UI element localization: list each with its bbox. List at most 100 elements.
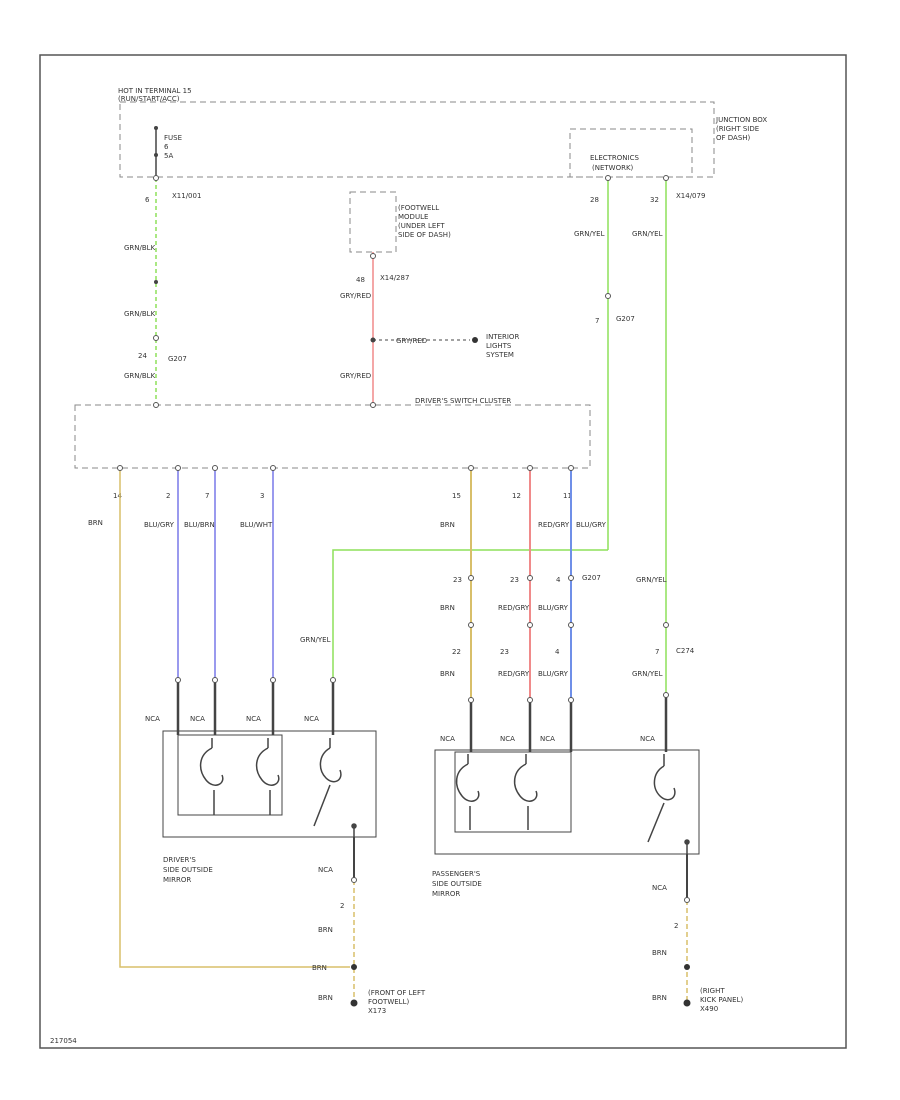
pass-mirror-switch — [647, 754, 690, 854]
junction-box-label: JUNCTION BOX — [715, 116, 767, 124]
interior-label: INTERIOR — [486, 333, 519, 341]
wire-grn-yel-cross — [332, 549, 608, 680]
drivers-switch-cluster — [74, 404, 591, 469]
pass-mirror-box — [434, 749, 700, 855]
footwell-module-box — [349, 191, 397, 253]
wire-label-brn-pass-2: BRN — [652, 994, 667, 1002]
splice-pass-ground — [684, 964, 690, 970]
wire-label-brn-left: BRN — [88, 519, 103, 527]
ground-right-label: (RIGHT — [700, 987, 725, 995]
connector-x11001: X11/001 — [172, 192, 201, 200]
pin-14: 14 — [113, 492, 122, 500]
wire-label-blu-gry-driver: BLU/GRY — [144, 521, 175, 529]
wire-label-blu-wht-driver: BLU/WHT — [240, 521, 273, 529]
nca-pass-1: NCA — [440, 735, 455, 743]
pin-23-c: 23 — [500, 648, 509, 656]
wire-label-gry-red-2: GRY/RED — [340, 372, 371, 380]
hot-at-terminal-label: HOT IN TERMINAL 15 — [118, 87, 192, 95]
nca-driver-2: NCA — [190, 715, 205, 723]
footwell-label-4: SIDE OF DASH) — [398, 231, 451, 239]
pin-28: 28 — [590, 196, 599, 204]
splice-left — [154, 280, 158, 284]
connector-g207-left: G207 — [168, 355, 187, 363]
pin-6: 6 — [145, 196, 150, 204]
footwell-label-2: MODULE — [398, 213, 428, 221]
splice-center-label: GRY/RED — [396, 337, 427, 345]
wire-label-brn-driver-3: BRN — [318, 994, 333, 1002]
nca-pass-ground: NCA — [652, 884, 667, 892]
pin-2-pass: 2 — [674, 922, 678, 930]
ground-left-label: (FRONT OF LEFT — [368, 989, 426, 997]
nca-pass-4: NCA — [640, 735, 655, 743]
drivers-mirror-label-2: SIDE OUTSIDE — [163, 866, 213, 874]
connector-x14079: X14/079 — [676, 192, 705, 200]
connector-x14287: X14/287 — [380, 274, 409, 282]
wire-label-blu-gry-p2: BLU/GRY — [538, 604, 569, 612]
ground-left-label-3: X173 — [368, 1007, 386, 1015]
wire-label-grn-blk-3: GRN/BLK — [124, 372, 156, 380]
pin-4-b: 4 — [555, 648, 560, 656]
connector-nodes — [117, 175, 690, 903]
wire-label-blu-gry-p3: BLU/GRY — [538, 670, 569, 678]
drivers-motor-1 — [199, 738, 224, 815]
fuse-amperage: 5A — [164, 152, 173, 160]
wire-label-brn-pass-1: BRN — [652, 949, 667, 957]
drivers-switch-label: DRIVER'S SWITCH CLUSTER — [415, 397, 511, 405]
drivers-mirror-switch — [313, 738, 357, 837]
wire-label-red-gry-p2: RED/GRY — [498, 604, 530, 612]
pin-24: 24 — [138, 352, 147, 360]
nca-pass-2: NCA — [500, 735, 515, 743]
nca-driver-ground: NCA — [318, 866, 333, 874]
ground-pass — [683, 999, 691, 1007]
wire-label-grn-yel-p: GRN/YEL — [636, 576, 667, 584]
pass-motor-1 — [455, 754, 480, 830]
wire-label-blu-gry-p1: BLU/GRY — [576, 521, 607, 529]
wire-label-brn-p2: BRN — [440, 604, 455, 612]
pin-12: 12 — [512, 492, 521, 500]
ground-left-label-2: FOOTWELL) — [368, 998, 409, 1006]
wire-brn-left — [119, 468, 350, 968]
wire-label-grn-yel-p2: GRN/YEL — [632, 670, 663, 678]
nca-pass-3: NCA — [540, 735, 555, 743]
pin-48: 48 — [356, 276, 365, 284]
drivers-mirror-box — [162, 730, 377, 838]
pin-2-a: 2 — [166, 492, 170, 500]
junction-box-label-3: OF DASH) — [716, 134, 751, 142]
electronics-box — [569, 128, 693, 178]
wire-label-grn-yel-a: GRN/YEL — [574, 230, 605, 238]
wire-label-brn-p3: BRN — [440, 670, 455, 678]
hot-condition-label: (RUN/START/ACC) — [118, 95, 180, 103]
pass-mirror-label-3: MIRROR — [432, 890, 460, 898]
ground-right-label-2: KICK PANEL) — [700, 996, 743, 1004]
splice-driver-ground — [351, 964, 357, 970]
wire-label-grn-yel-b: GRN/YEL — [632, 230, 663, 238]
wire-label-grn-blk-1: GRN/BLK — [124, 244, 156, 252]
diagram-frame — [39, 54, 847, 1049]
fuse-label: FUSE — [164, 134, 182, 142]
pin-23-b: 23 — [510, 576, 519, 584]
wire-label-grn-yel-driver: GRN/YEL — [300, 636, 331, 644]
pin-3-a: 3 — [260, 492, 264, 500]
pin-7-b: 7 — [655, 648, 659, 656]
wire-label-brn-p1: BRN — [440, 521, 455, 529]
wire-label-blu-brn-driver: BLU/BRN — [184, 521, 215, 529]
junction-box-label-2: (RIGHT SIDE — [716, 125, 759, 133]
pin-7-top: 7 — [595, 317, 599, 325]
fuse-number: 6 — [164, 143, 169, 151]
pass-mirror-label: PASSENGER'S — [432, 870, 481, 878]
pass-mirror-label-2: SIDE OUTSIDE — [432, 880, 482, 888]
pass-motor-2 — [513, 754, 538, 830]
document-id: 217054 — [50, 1037, 77, 1045]
wire-label-brn-driver-1: BRN — [318, 926, 333, 934]
connector-g207-lower: G207 — [582, 574, 601, 582]
drivers-motor-2 — [255, 738, 280, 815]
pin-15: 15 — [452, 492, 461, 500]
pin-22: 22 — [452, 648, 461, 656]
nca-driver-4: NCA — [304, 715, 319, 723]
electronics-label-2: (NETWORK) — [592, 164, 634, 172]
wire-label-red-gry-p3: RED/GRY — [498, 670, 530, 678]
wire-label-grn-blk-2: GRN/BLK — [124, 310, 156, 318]
pin-4-a: 4 — [556, 576, 561, 584]
ground-driver — [350, 999, 358, 1007]
